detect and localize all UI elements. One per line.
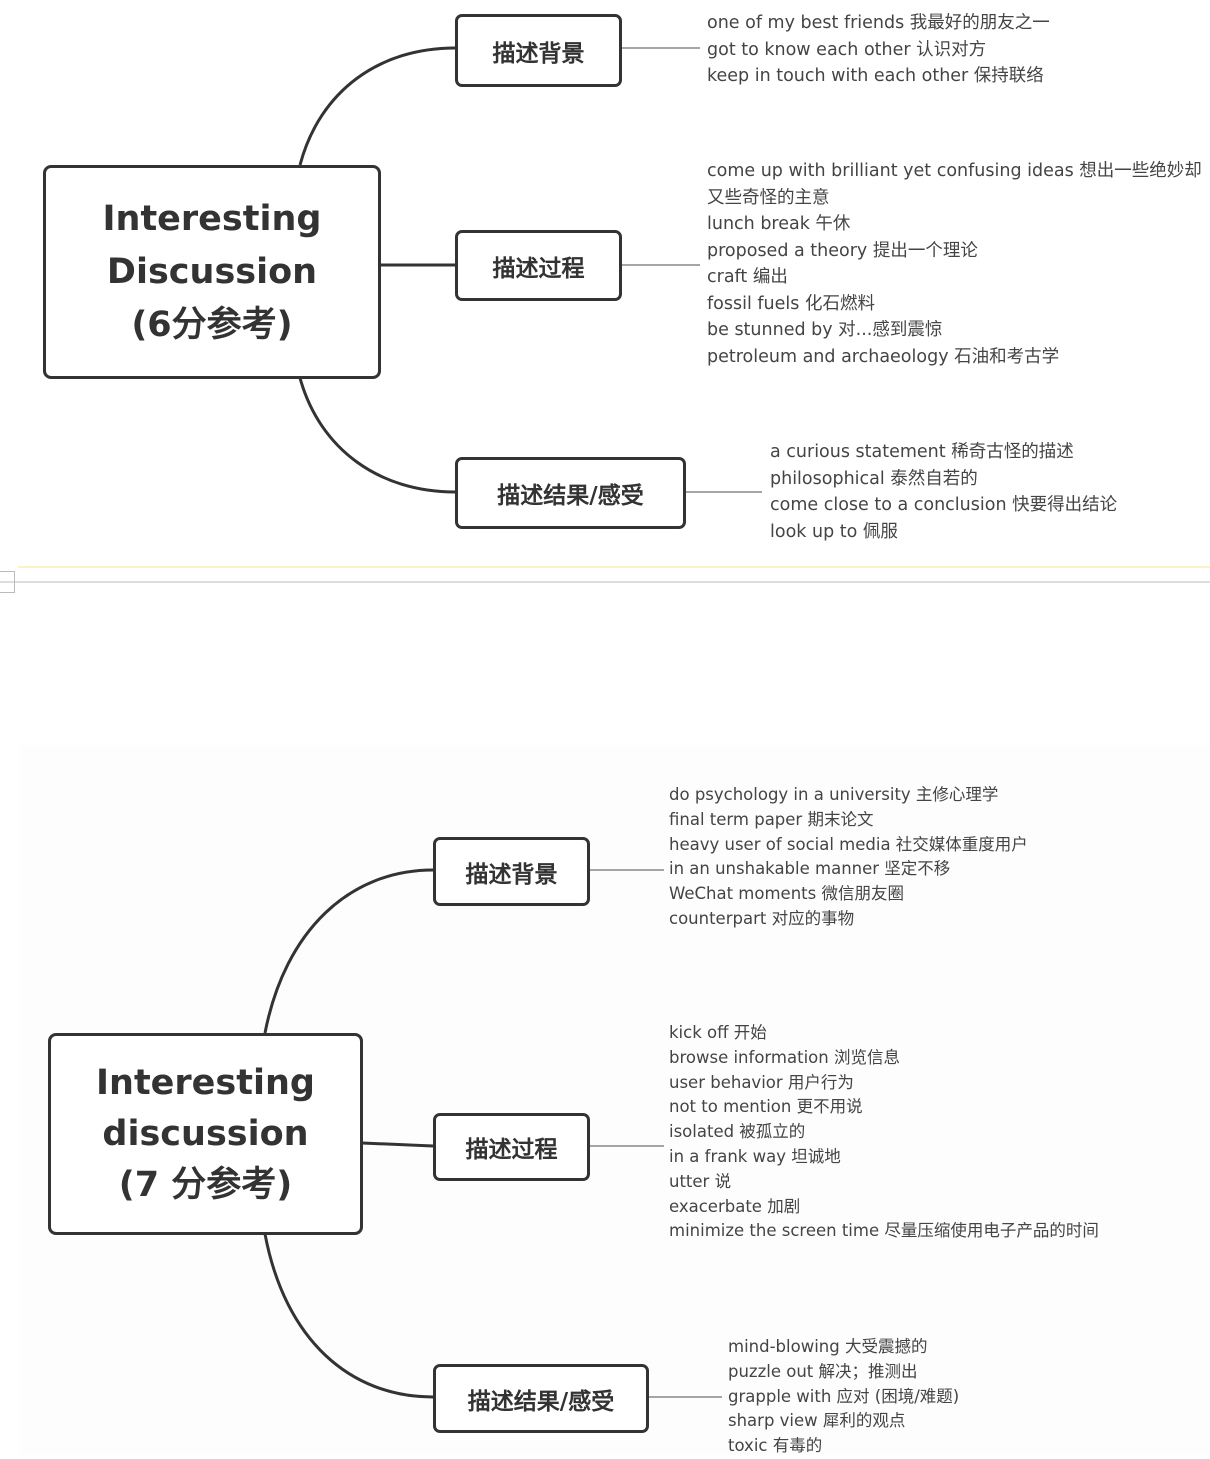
leaf-item: keep in touch with each other 保持联络: [707, 66, 1044, 86]
leaf-item: minimize the screen time 尽量压缩使用电子产品的时间: [669, 1221, 1099, 1241]
leaf-item: a curious statement 稀奇古怪的描述: [770, 442, 1074, 462]
node-process[interactable]: 描述过程: [433, 1113, 590, 1181]
leaf-item: final term paper 期末论文: [669, 809, 874, 829]
leaf-item: WeChat moments 微信朋友圈: [669, 884, 904, 904]
central-topic-7[interactable]: Interesting discussion (7 分参考): [48, 1033, 363, 1235]
leaf-item: come up with brilliant yet confusing ide…: [707, 161, 1202, 208]
leaf-item: grapple with 应对 (困境/难题): [728, 1386, 960, 1406]
leaf-item: come close to a conclusion 快要得出结论: [770, 495, 1118, 515]
node-process[interactable]: 描述过程: [455, 230, 622, 301]
leaf-item: got to know each other 认识对方: [707, 39, 987, 60]
central-line: Interesting: [102, 198, 322, 239]
leaf-item: isolated 被孤立的: [669, 1122, 806, 1142]
leaf-item: toxic 有毒的: [728, 1436, 823, 1456]
leaf-item: look up to 佩服: [770, 521, 898, 542]
leaf-item: user behavior 用户行为: [669, 1072, 854, 1092]
leaf-list-process: kick off 开始 browse information 浏览信息 user b…: [669, 1021, 1137, 1244]
leaf-item: philosophical 泰然自若的: [770, 468, 978, 489]
central-line: Discussion: [106, 251, 318, 292]
central-topic-6[interactable]: Interesting Discussion (6分参考): [43, 165, 381, 379]
central-line: discussion: [102, 1113, 309, 1154]
central-line: Interesting: [96, 1062, 315, 1103]
leaf-item: in a frank way 坦诚地: [669, 1146, 841, 1166]
leaf-item: heavy user of social media 社交媒体重度用户: [669, 834, 1028, 854]
leaf-item: mind-blowing 大受震撼的: [728, 1337, 928, 1356]
leaf-item: one of my best friends 我最好的朋友之一: [707, 13, 1050, 33]
divider: [0, 581, 1210, 583]
leaf-item: be stunned by 对...感到震惊: [707, 320, 943, 340]
leaf-item: craft 编出: [707, 267, 788, 287]
leaf-list-result: mind-blowing 大受震撼的 puzzle out 解决；推测出 grapp…: [728, 1335, 1198, 1459]
connector-map1-node3: [298, 377, 456, 494]
leaf-item: not to mention 更不用说: [669, 1097, 863, 1117]
leaf-item: sharp view 犀利的观点: [728, 1411, 906, 1431]
leaf-item: petroleum and archaeology 石油和考古学: [707, 346, 1060, 367]
leaf-item: lunch break 午休: [707, 214, 851, 234]
leaf-item: fossil fuels 化石燃料: [707, 293, 875, 314]
leaf-item: counterpart 对应的事物: [669, 908, 855, 928]
connector-map2-node3: [263, 1233, 434, 1399]
leaf-item: in an unshakable manner 坚定不移: [669, 859, 951, 879]
leaf-item: browse information 浏览信息: [669, 1047, 900, 1067]
node-result[interactable]: 描述结果/感受: [455, 457, 686, 529]
divider-highlight: [18, 566, 1210, 568]
node-background[interactable]: 描述背景: [455, 14, 622, 87]
connector-map2-node1: [263, 868, 434, 1034]
leaf-item: proposed a theory 提出一个理论: [707, 240, 978, 261]
leaf-list-background: one of my best friends 我最好的朋友之一 got to kn…: [707, 10, 1207, 90]
connector-map2-node2: [361, 1141, 434, 1148]
leaf-item: exacerbate 加剧: [669, 1196, 801, 1216]
page-break-marker: [0, 571, 15, 593]
leaf-item: utter 说: [669, 1171, 732, 1191]
central-line: (7 分参考): [118, 1164, 293, 1205]
leaf-item: do psychology in a university 主修心理学: [669, 785, 999, 804]
node-background[interactable]: 描述背景: [433, 837, 590, 906]
leaf-item: puzzle out 解决；推测出: [728, 1361, 918, 1381]
node-result[interactable]: 描述结果/感受: [433, 1364, 649, 1433]
connector-map1-node1: [298, 46, 456, 166]
leaf-item: kick off 开始: [669, 1023, 767, 1042]
leaf-list-result: a curious statement 稀奇古怪的描述 philosophical…: [770, 439, 1200, 545]
leaf-list-background: do psychology in a university 主修心理学 final…: [669, 783, 1139, 932]
leaf-list-process: come up with brilliant yet confusing ide…: [707, 158, 1204, 370]
central-line: (6分参考): [131, 304, 293, 345]
